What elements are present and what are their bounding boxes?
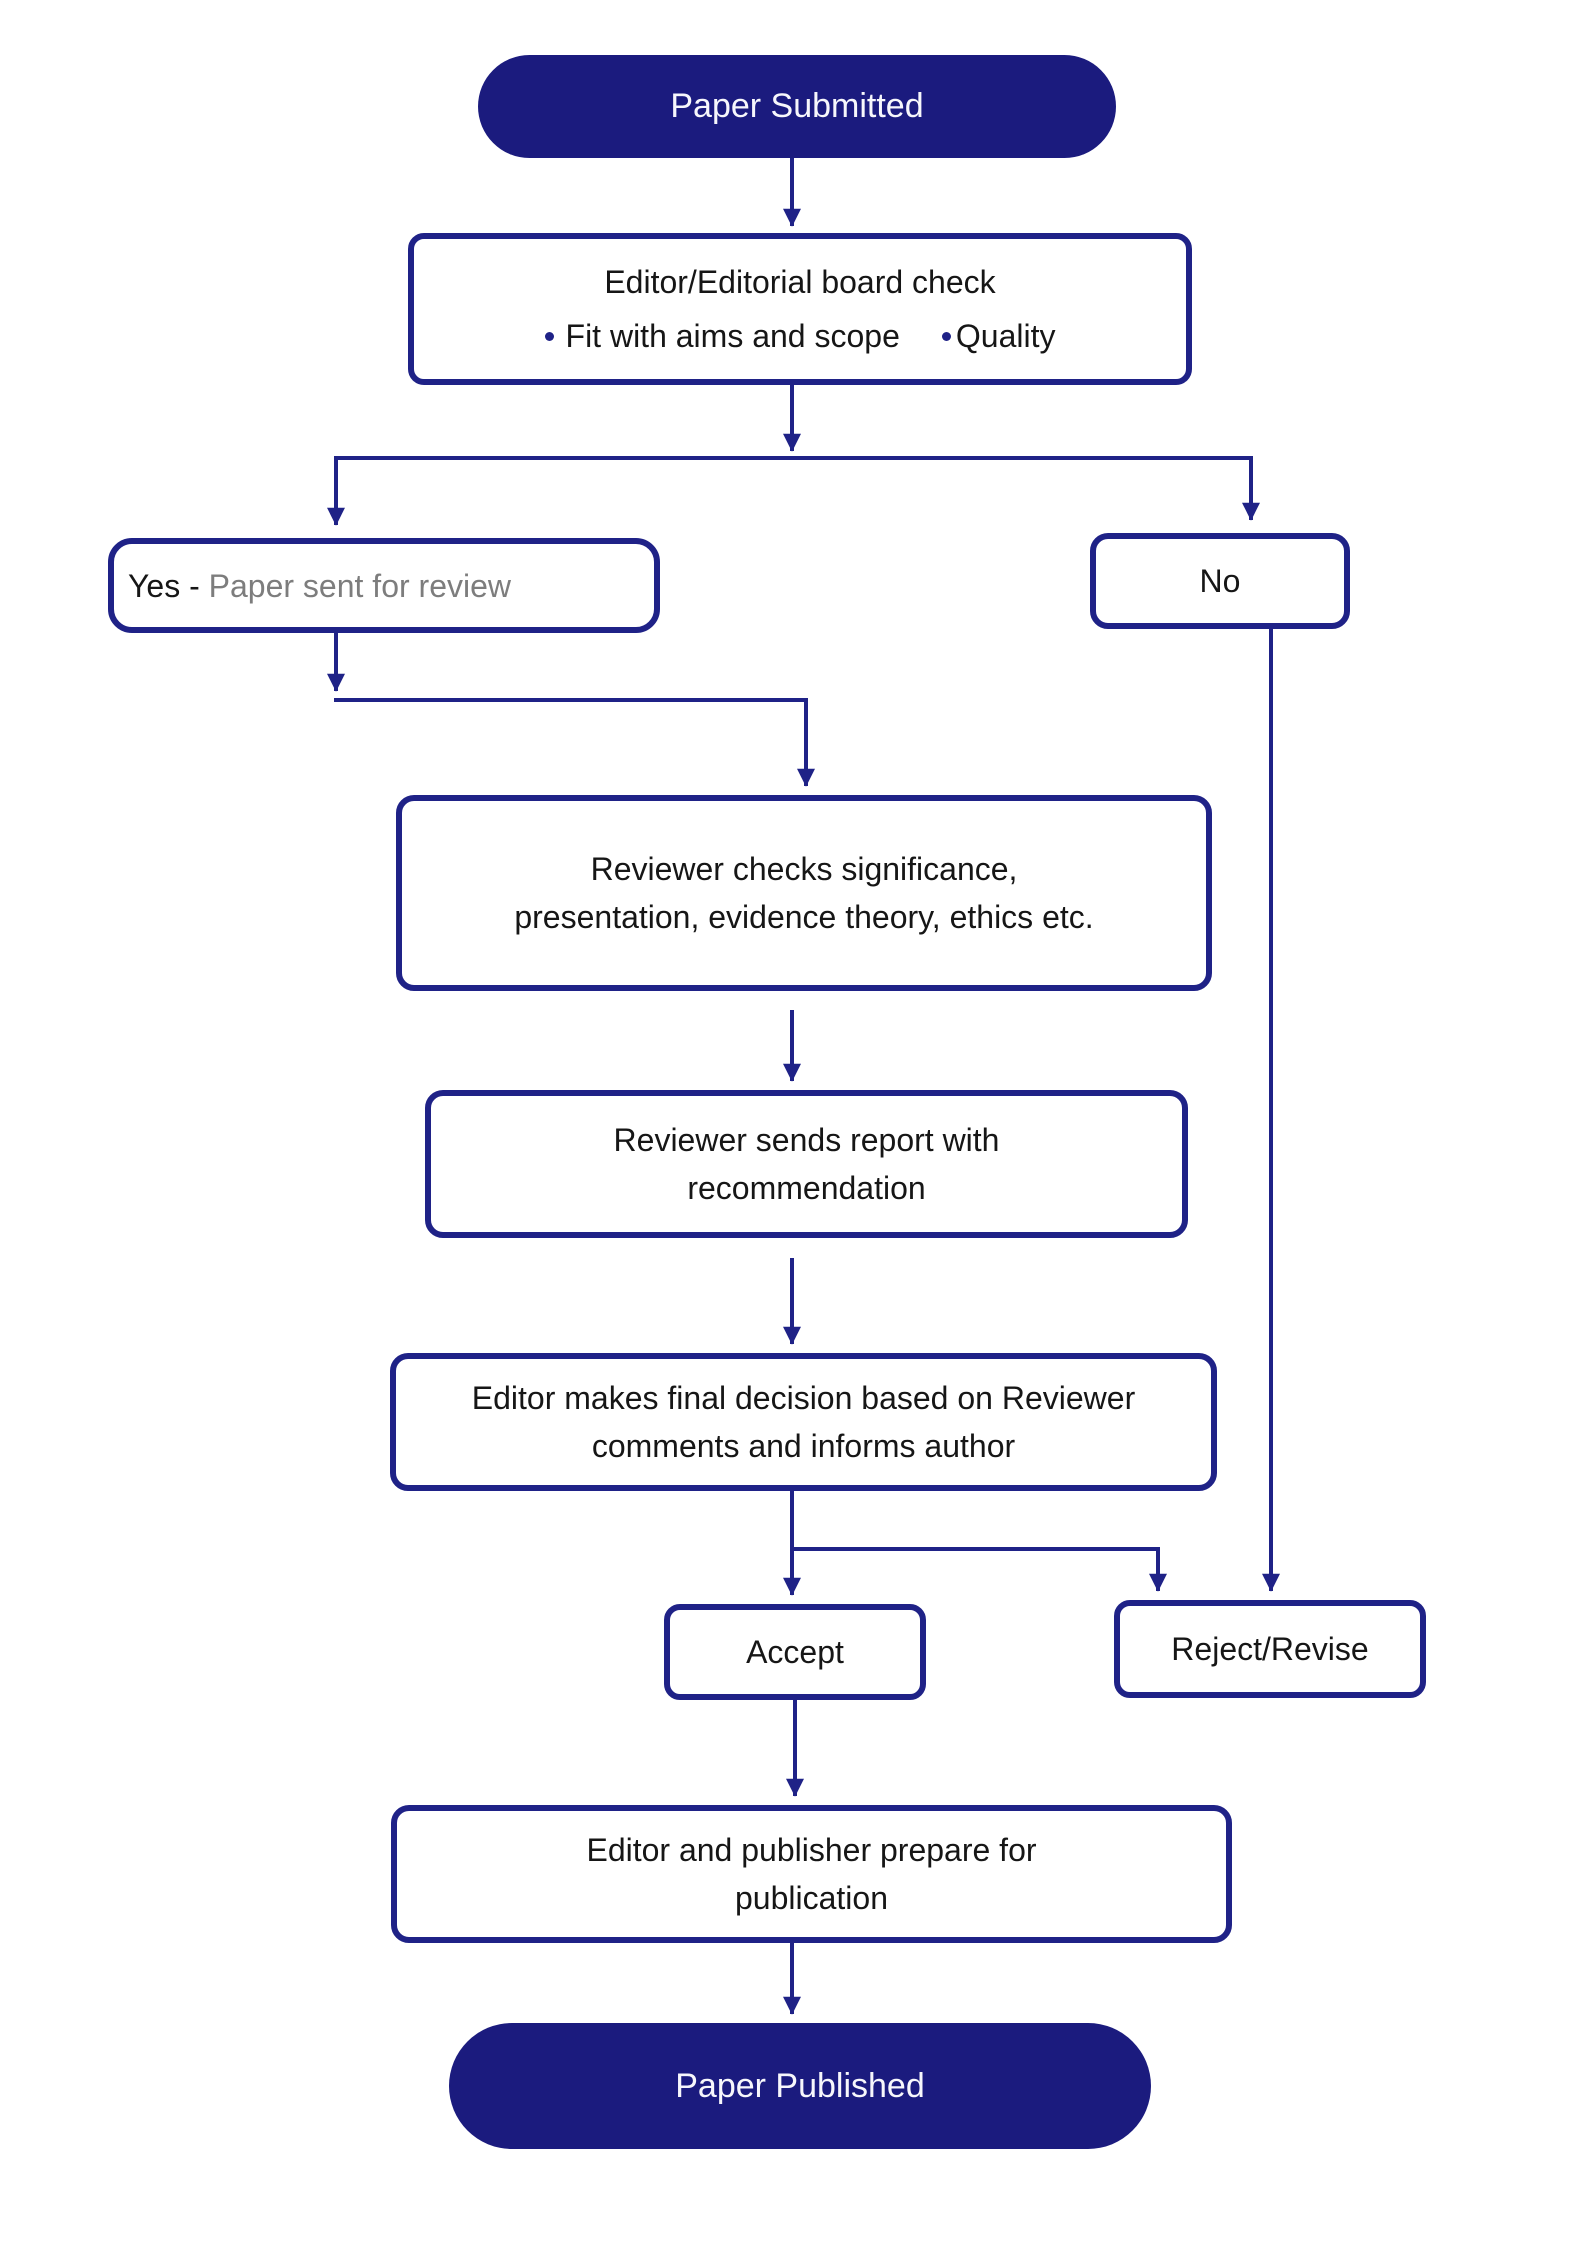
node-paper-published-label: Paper Published	[675, 2066, 925, 2105]
bullet-fit-with-aims-label: Fit with aims and scope	[565, 318, 900, 354]
node-reviewer-report-label: Reviewer sends report with recommendatio…	[613, 1122, 1000, 1206]
node-paper-submitted-label: Paper Submitted	[670, 87, 924, 125]
node-accept-label: Accept	[746, 1634, 844, 1670]
connector-decision-reject	[790, 1547, 1167, 1592]
bullet-fit-with-aims: Fit with aims and scope	[544, 312, 900, 360]
node-editor-decision: Editor makes final decision based on Rev…	[390, 1353, 1217, 1491]
node-yes-sent-for-review: Yes - Paper sent for review	[108, 538, 660, 633]
node-paper-published: Paper Published	[449, 2023, 1151, 2149]
bullet-dot-icon	[941, 331, 951, 341]
node-reviewer-checks-label: Reviewer checks significance, presentati…	[514, 851, 1094, 935]
editorial-check-title: Editor/Editorial board check	[604, 264, 996, 300]
node-no: No	[1090, 533, 1350, 629]
node-prepare-publication-label: Editor and publisher prepare for publica…	[586, 1832, 1037, 1916]
node-reviewer-checks: Reviewer checks significance, presentati…	[396, 795, 1212, 991]
node-reject-revise-label: Reject/Revise	[1171, 1631, 1369, 1667]
node-accept: Accept	[664, 1604, 926, 1700]
yes-prefix-label: Yes -	[128, 567, 209, 604]
bullet-dot-icon	[544, 331, 554, 341]
bullet-quality: Quality	[941, 312, 1056, 360]
node-reviewer-report: Reviewer sends report with recommendatio…	[425, 1090, 1188, 1238]
node-prepare-publication: Editor and publisher prepare for publica…	[391, 1805, 1232, 1943]
node-no-label: No	[1199, 563, 1241, 599]
node-editor-decision-label: Editor makes final decision based on Rev…	[471, 1380, 1136, 1464]
node-paper-submitted: Paper Submitted	[478, 55, 1116, 158]
yes-review-label: Paper sent for review	[208, 567, 511, 604]
node-editorial-check: Editor/Editorial board check Fit with ai…	[408, 233, 1192, 385]
bullet-quality-label: Quality	[955, 318, 1056, 354]
editorial-check-bullets: Fit with aims and scope Quality	[544, 312, 1056, 360]
editorial-check-content: Editor/Editorial board check Fit with ai…	[544, 258, 1056, 360]
node-reject-revise: Reject/Revise	[1114, 1600, 1426, 1698]
